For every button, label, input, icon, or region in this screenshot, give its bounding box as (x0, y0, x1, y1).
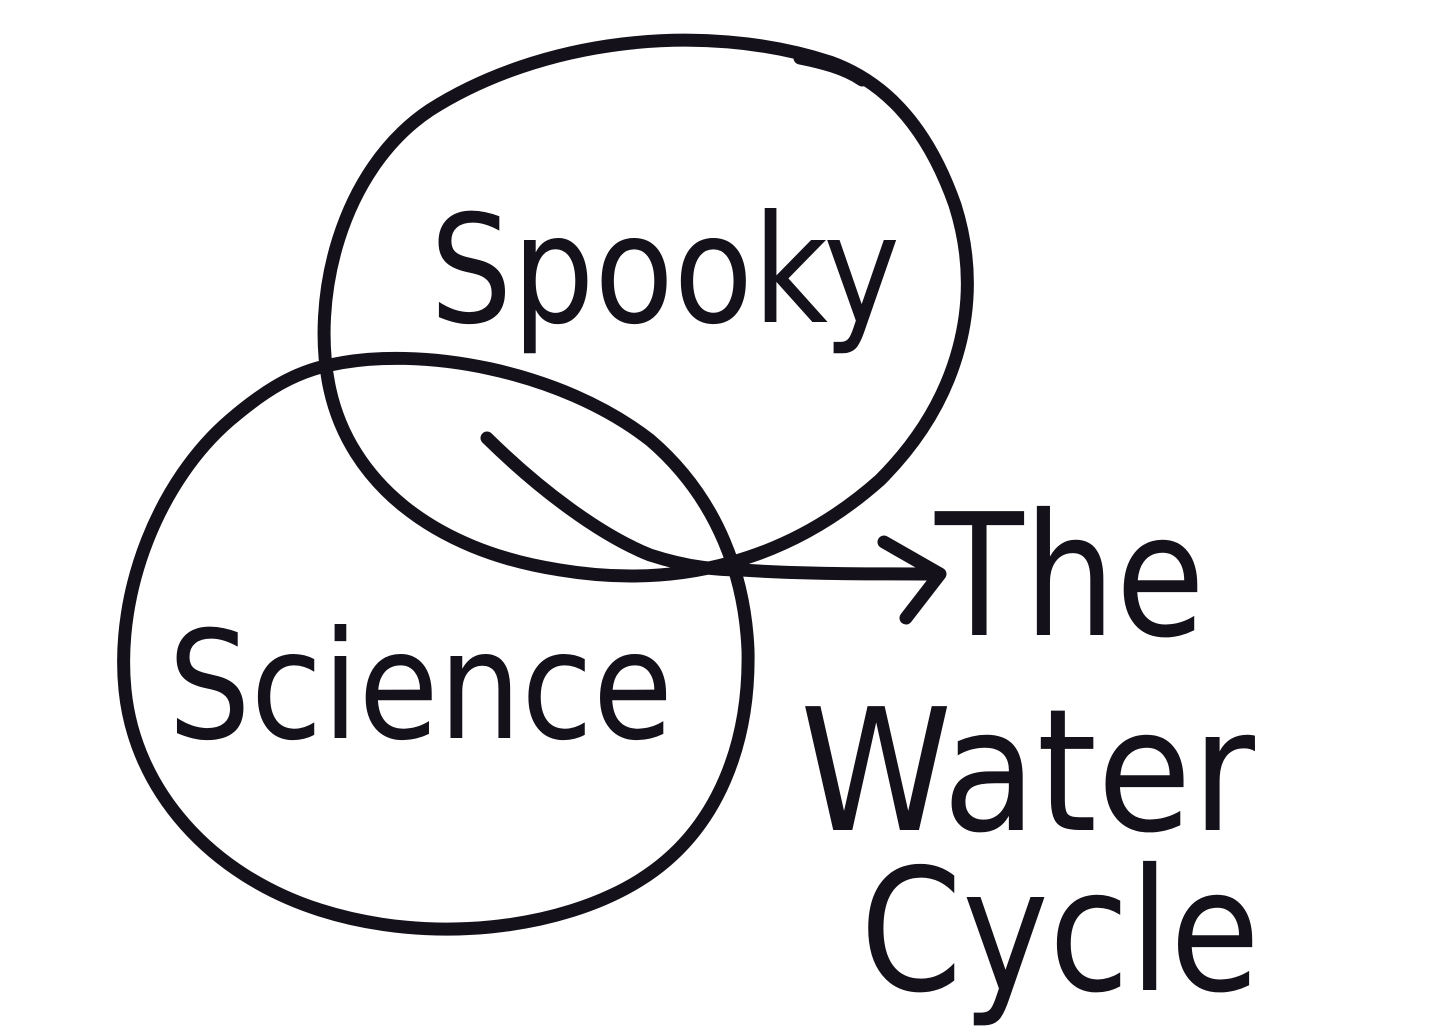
spooky-circle (317, 33, 974, 583)
intersection-label-line-3: Cycle (860, 833, 1260, 1029)
intersection-pointer-stem (480, 431, 749, 577)
arrow-head-icon (877, 535, 947, 625)
science-circle (117, 351, 755, 936)
science-label: Science (168, 600, 673, 774)
spooky-circle-overstroke (793, 51, 869, 87)
intersection-label-line-1: The (934, 478, 1205, 676)
intersection-label-line-2: Water (800, 673, 1255, 871)
intersection-arrow-shaft (735, 563, 942, 581)
spooky-label: Spooky (430, 184, 900, 358)
